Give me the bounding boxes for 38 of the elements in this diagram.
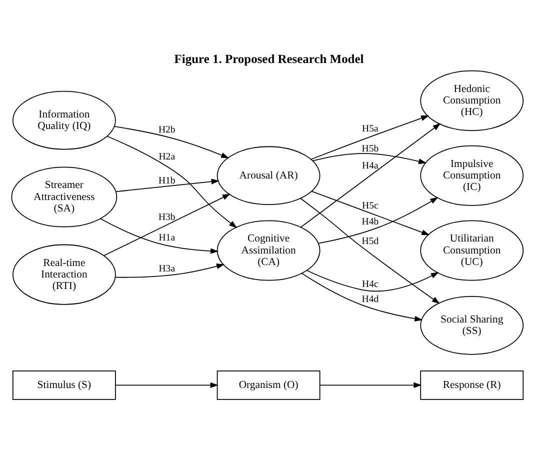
arrow bbox=[301, 272, 423, 321]
node-box: Organism (O) bbox=[216, 370, 320, 400]
arrow bbox=[115, 382, 218, 388]
arrow bbox=[311, 190, 430, 235]
edge-label: H4d bbox=[362, 294, 379, 305]
edge-label: H5a bbox=[362, 123, 378, 134]
edge-label: H3a bbox=[158, 263, 176, 274]
edge-label: H4c bbox=[362, 278, 378, 290]
diagram-title: Figure 1. Proposed Research Model bbox=[174, 52, 364, 66]
node-ellipse: Real-time Interaction (RTI) bbox=[12, 244, 116, 304]
arrow bbox=[100, 218, 219, 254]
edge-label: H5c bbox=[362, 200, 378, 211]
arrow bbox=[310, 114, 430, 160]
node-ellipse: Arousal (AR) bbox=[216, 146, 320, 205]
node-box: Stimulus (S) bbox=[12, 370, 116, 400]
edge-label: H4b bbox=[362, 216, 379, 227]
edge-label: H4a bbox=[362, 160, 378, 171]
arrow bbox=[300, 122, 441, 228]
arrow bbox=[300, 197, 440, 304]
edge-label: H2a bbox=[158, 150, 176, 162]
edge-label: H3b bbox=[158, 212, 176, 223]
arrow bbox=[115, 263, 225, 278]
edge-label: H1a bbox=[158, 232, 176, 244]
node-ellipse: Information Quality (IQ) bbox=[12, 90, 116, 150]
node-ellipse: Streamer Attractiveness (SA) bbox=[11, 166, 118, 227]
node-box: Response (R) bbox=[420, 370, 524, 400]
arrow bbox=[318, 196, 438, 244]
edge-label: H1b bbox=[158, 174, 176, 186]
arrow bbox=[306, 270, 439, 292]
arrow bbox=[106, 135, 238, 228]
arrow bbox=[320, 382, 422, 388]
edge-label: H5d bbox=[362, 236, 379, 247]
edge-label: H5b bbox=[362, 142, 379, 154]
arrow bbox=[312, 152, 427, 164]
arrow bbox=[115, 178, 220, 192]
edge-label: H2b bbox=[158, 124, 176, 136]
arrow bbox=[114, 126, 230, 158]
arrow bbox=[103, 193, 231, 256]
